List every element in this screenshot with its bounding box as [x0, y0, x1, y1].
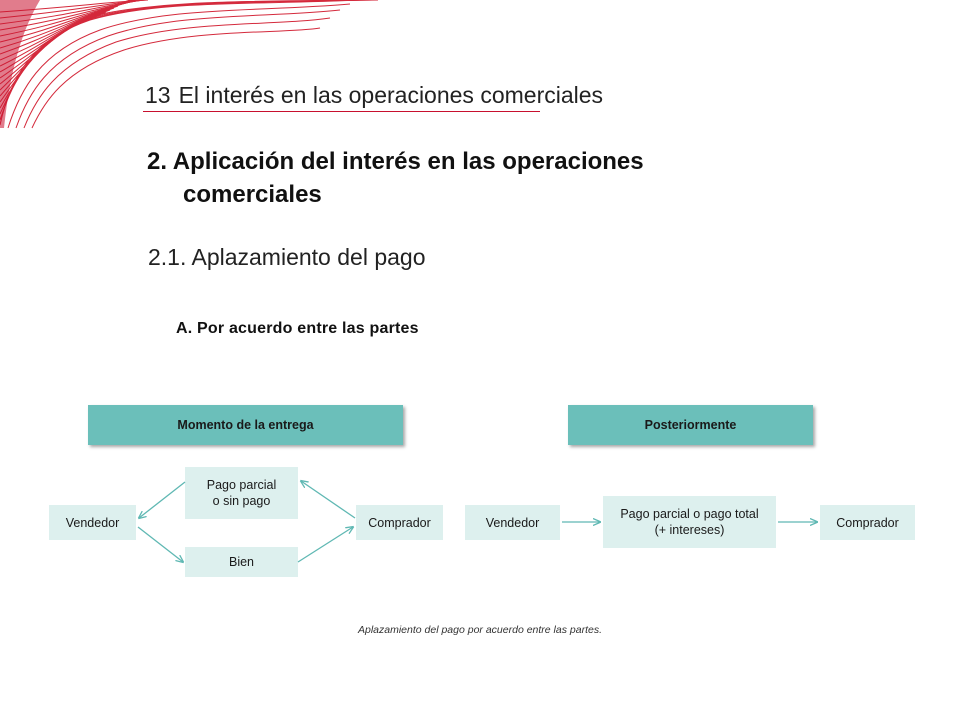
- section-title: 2. Aplicación del interés en las operaci…: [147, 145, 847, 211]
- left-header-label: Momento de la entrega: [177, 418, 314, 432]
- right-seller-node: Vendedor: [465, 505, 560, 540]
- figure-caption: Aplazamiento del pago por acuerdo entre …: [358, 624, 602, 636]
- left-diagram-header: Momento de la entrega: [88, 405, 403, 445]
- right-payment-node: Pago parcial o pago total (+ intereses): [603, 496, 776, 548]
- right-diagram-header: Posteriormente: [568, 405, 813, 445]
- arrow-buyer-to-payment: [301, 481, 356, 519]
- left-goods-label: Bien: [228, 555, 255, 569]
- left-seller-label: Vendedor: [65, 515, 120, 530]
- right-buyer-node: Comprador: [820, 505, 915, 540]
- subsection-title: 2.1. Aplazamiento del pago: [148, 244, 426, 270]
- right-payment-label: Pago parcial o pago total (+ intereses): [620, 507, 759, 537]
- left-buyer-node: Comprador: [356, 505, 443, 540]
- chapter-number: 13: [145, 82, 171, 108]
- arrow-goods-to-buyer: [297, 527, 353, 563]
- arrow-seller-to-goods: [137, 526, 183, 562]
- left-payment-node: Pago parcial o sin pago: [185, 467, 298, 519]
- section-title-line1: 2. Aplicación del interés en las operaci…: [147, 148, 644, 175]
- left-goods-node: Bien: [185, 547, 298, 577]
- left-seller-node: Vendedor: [49, 505, 136, 540]
- left-payment-label: Pago parcial o sin pago: [206, 478, 277, 508]
- subsubsection-title: A. Por acuerdo entre las partes: [176, 320, 419, 337]
- chapter-heading: 13 El interés en las operaciones comercia…: [145, 82, 603, 109]
- right-header-label: Posteriormente: [644, 418, 737, 432]
- right-seller-label: Vendedor: [485, 515, 540, 530]
- right-buyer-label: Comprador: [836, 515, 899, 530]
- arrow-payment-to-seller: [139, 481, 186, 518]
- red-wave-decoration: [0, 0, 379, 129]
- left-buyer-label: Comprador: [368, 515, 431, 530]
- chapter-underline: [143, 111, 540, 112]
- chapter-title: El interés en las operaciones comerciale…: [178, 82, 604, 108]
- section-title-line2: comerciales: [183, 181, 322, 208]
